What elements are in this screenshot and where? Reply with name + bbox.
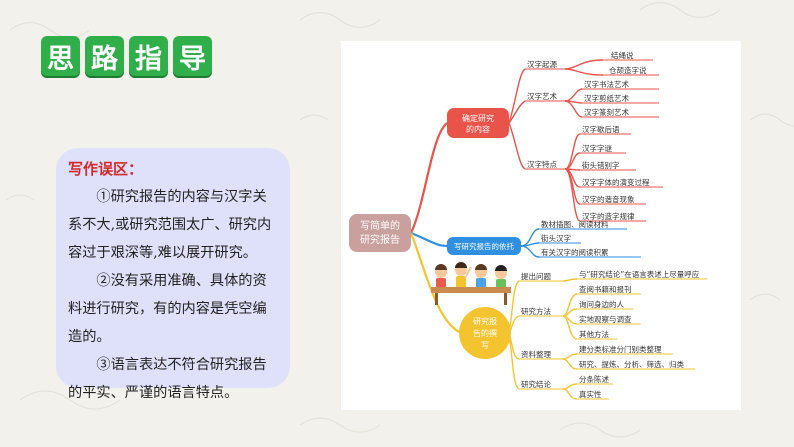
branch-node — [447, 108, 509, 138]
branch-label: 确定研究 — [462, 113, 494, 123]
mindmap: 写简单的 研究报告 确定研究 的内容 汉字起源 汉字艺术 汉字特点 结绳说 仓颉… — [349, 50, 707, 400]
leaf-label: 建分类标准分门别类整理 — [579, 344, 662, 354]
leaf-label: 与“研究结论”在语言表述上尽量呼应 — [579, 269, 700, 279]
title-char: 指 — [129, 36, 168, 76]
leaf-label: 教材插图、阅读材料 — [541, 219, 609, 229]
leaf-label: 有关汉字的阅读积累 — [541, 247, 609, 257]
root-label: 写简单的 — [360, 219, 400, 232]
leaf-label: 查阅书籍和报刊 — [579, 284, 632, 294]
leaf-label: 汉字歇后语 — [582, 124, 620, 134]
page-title: 思 路 指 导 — [41, 36, 212, 76]
leaf-label: 街头汉字 — [541, 233, 571, 243]
leaf-label: 研究、提炼、分析、筛选、归类 — [579, 359, 684, 369]
pitfall-item: ②没有采用准确、具体的资料进行研究，有的内容是凭空编造的。 — [68, 273, 267, 345]
leaf-label: 其他方法 — [579, 329, 609, 339]
sub-label: 汉字艺术 — [527, 91, 557, 101]
sub-label: 汉字起源 — [527, 59, 557, 69]
sub-label: 资料整理 — [521, 349, 551, 359]
pitfall-item: ①研究报告的内容与汉字关系不大,或研究范围太广、研究内容过于艰深等,难以展开研究… — [68, 189, 272, 261]
sub-label: 提出问题 — [521, 271, 551, 281]
leaf-label: 汉字的谐音现象 — [582, 194, 635, 204]
branch-node — [447, 237, 521, 255]
card-heading: 写作误区： — [68, 160, 144, 178]
pitfall-item: ③语言表达不符合研究报告的平实、严谨的语言特点。 — [68, 357, 267, 401]
leaf-label: 询问身边的人 — [579, 299, 624, 309]
leaf-label: 汉字字体的演变过程 — [582, 177, 650, 187]
root-label: 研究报告 — [360, 233, 400, 246]
branch-label: 告的撰 — [473, 328, 497, 338]
leaf-label: 汉字书法艺术 — [584, 79, 629, 89]
leaf-label: 分条陈述 — [579, 374, 609, 384]
sub-label: 研究方法 — [521, 306, 551, 316]
leaf-label: 汉字字谜 — [582, 143, 612, 153]
students-illustration — [431, 262, 511, 305]
leaf-label: 汉字剪纸艺术 — [584, 93, 629, 103]
leaf-label: 结绳说 — [611, 50, 634, 60]
mindmap-panel: 写简单的 研究报告 确定研究 的内容 汉字起源 汉字艺术 汉字特点 结绳说 仓颉… — [341, 41, 741, 410]
leaf-label: 汉字篆刻艺术 — [584, 107, 629, 117]
title-char: 路 — [85, 36, 124, 76]
branch-label: 的内容 — [466, 124, 490, 134]
leaf-label: 真实性 — [579, 389, 602, 399]
leaf-label: 汉字的造字规律 — [582, 211, 635, 221]
branch-node — [459, 307, 511, 359]
sub-label: 汉字特点 — [527, 159, 557, 169]
leaf-label: 仓颉造字说 — [609, 65, 647, 75]
leaf-label: 实地观察与调查 — [579, 314, 632, 324]
branch-label: 研究报 — [473, 316, 497, 326]
sub-label: 研究结论 — [521, 379, 551, 389]
root-node — [349, 214, 411, 252]
writing-pitfalls-card: 写作误区： ①研究报告的内容与汉字关系不大,或研究范围太广、研究内容过于艰深等,… — [56, 148, 290, 401]
title-char: 导 — [173, 36, 212, 76]
branch-label: 写研究报告的依托 — [454, 241, 514, 251]
leaf-label: 街头错别字 — [582, 160, 620, 170]
branch-label: 写 — [481, 341, 489, 350]
title-char: 思 — [41, 36, 80, 76]
